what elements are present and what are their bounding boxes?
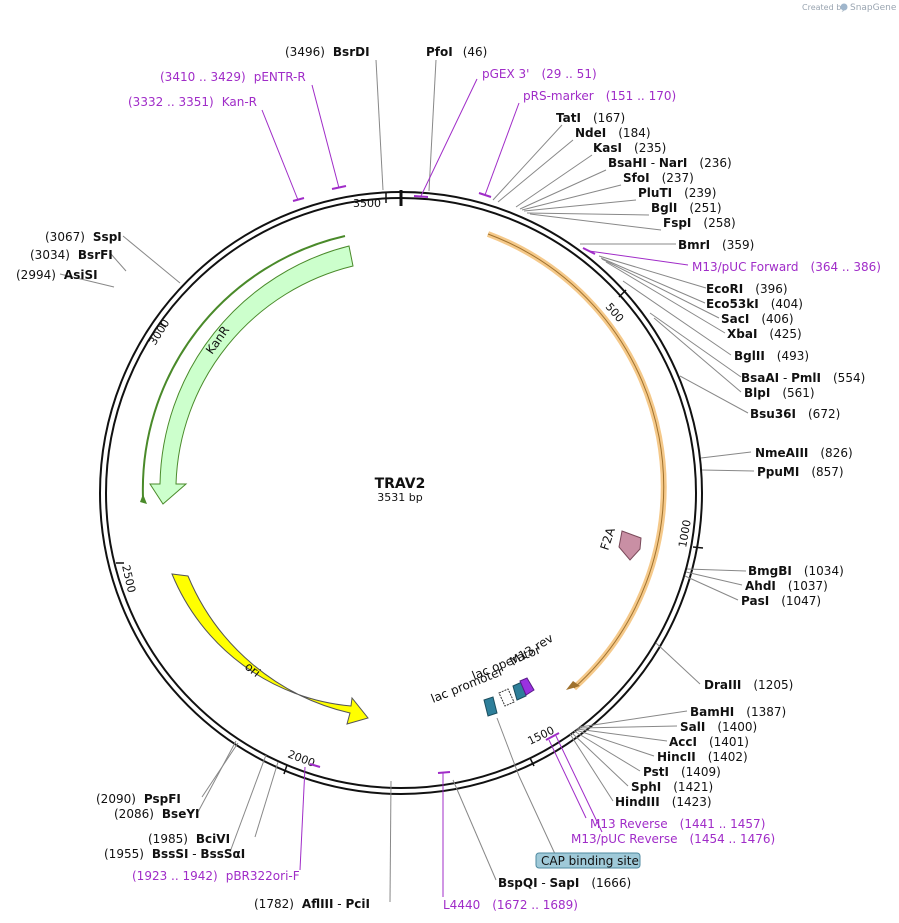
site-bmri: BmrI(359) <box>678 238 754 252</box>
site-bsrdi: (3496)BsrDI <box>285 45 370 59</box>
kanr-outline-arrowhead <box>140 494 147 504</box>
primer-marks <box>292 185 596 774</box>
site-bglii: BglII(493) <box>734 349 809 363</box>
primer-m13-reverse: M13 Reverse(1441 .. 1457) <box>590 817 765 831</box>
tick-3500: 3500 <box>353 197 381 210</box>
site-pluti: PluTI(239) <box>638 186 716 200</box>
tick-3000: 3000 <box>147 317 173 348</box>
plasmid-name: TRAV2 <box>375 476 426 492</box>
site-draiii: DraIII(1205) <box>704 678 793 692</box>
created-by-text: Created by <box>802 3 846 12</box>
site-blpi: BlpI(561) <box>744 386 815 400</box>
orf-outline <box>486 231 667 691</box>
site-asisi: (2994)AsiSI <box>16 268 98 282</box>
site-pspfi: (2090)PspFI <box>96 792 181 806</box>
site-kasi: KasI(235) <box>593 141 666 155</box>
ori-feature <box>171 573 369 725</box>
orf-arrowhead <box>566 681 580 690</box>
site-ecori: EcoRI(396) <box>706 282 788 296</box>
cap-leader <box>496 717 520 777</box>
orf-line <box>487 233 665 689</box>
cap-binding-site-label: CAP binding site <box>541 854 639 868</box>
snapgene-logo-icon <box>840 3 848 11</box>
site-afliii-pcii: (1782)AflIII - PciI <box>254 897 370 911</box>
site-sfoi: SfoI(237) <box>623 171 694 185</box>
site-saci: SacI(406) <box>721 312 794 326</box>
kanr-feature <box>149 245 354 505</box>
site-hincii: HincII(1402) <box>657 750 748 764</box>
site-bamhi: BamHI(1387) <box>690 705 786 719</box>
site-leader-lines <box>59 59 755 903</box>
site-acci: AccI(1401) <box>669 735 749 749</box>
lac-promoter-feature <box>483 696 498 717</box>
site-bcivi: (1985)BciVI <box>148 832 230 846</box>
tick-1000: 1000 <box>676 519 694 549</box>
primer-m13puc-forward: M13/pUC Forward(364 .. 386) <box>692 260 881 274</box>
site-bsaai-pmli: BsaAI - PmlI(554) <box>741 371 865 385</box>
cap-binding-site-box <box>535 852 641 869</box>
kanr-outline <box>141 235 346 499</box>
site-ppumi: PpuMI(857) <box>757 465 844 479</box>
m13-rev-feature <box>519 677 535 696</box>
site-psti: PstI(1409) <box>643 765 721 779</box>
site-bsssi-bsssai: (1955)BssSI - BssSαI <box>104 847 245 861</box>
site-xbai: XbaI(425) <box>727 327 802 341</box>
primer-kan-r: (3332 .. 3351)Kan-R <box>128 95 257 109</box>
site-bseyi: (2086)BseYI <box>114 807 200 821</box>
site-bsrfi: (3034)BsrFI <box>30 248 113 262</box>
site-ndei: NdeI(184) <box>575 126 651 140</box>
site-pasi: PasI(1047) <box>741 594 821 608</box>
site-sphi: SphI(1421) <box>631 780 713 794</box>
primer-pgex3: pGEX 3'(29 .. 51) <box>482 67 597 81</box>
site-sali: SalI(1400) <box>680 720 757 734</box>
f2a-feature <box>618 530 642 561</box>
primer-leader-lines <box>261 78 689 897</box>
site-pfoi: PfoI(46) <box>426 45 487 59</box>
site-bsahi-nari: BsaHI - NarI(236) <box>608 156 732 170</box>
f2a-label: F2A <box>598 525 619 552</box>
plasmid-length: 3531 bp <box>377 491 422 504</box>
primer-pbr322ori-f: (1923 .. 1942)pBR322ori-F <box>132 869 300 883</box>
site-tati: TatI(167) <box>556 111 625 125</box>
primer-pentr-r: (3410 .. 3429)pENTR-R <box>160 70 306 84</box>
site-sspi: (3067)SspI <box>45 230 122 244</box>
tick-2500: 2500 <box>119 564 138 594</box>
primer-l4440: L4440(1672 .. 1689) <box>443 898 578 912</box>
position-ticks: 3500 500 1000 1500 2000 2500 3000 <box>116 193 704 775</box>
site-fspi: FspI(258) <box>663 216 736 230</box>
site-eco53ki: Eco53kI(404) <box>706 297 803 311</box>
lac-operator-feature <box>498 688 515 707</box>
snapgene-wordmark: SnapGene <box>850 3 897 13</box>
primer-m13puc-reverse: M13/pUC Reverse(1454 .. 1476) <box>571 832 775 846</box>
site-hindiii: HindIII(1423) <box>615 795 712 809</box>
primer-prs-marker: pRS-marker(151 .. 170) <box>523 89 676 103</box>
site-bspqi-sapi: BspQI - SapI(1666) <box>498 876 631 890</box>
site-bsu36i: Bsu36I(672) <box>750 407 840 421</box>
site-bgli: BglI(251) <box>651 201 722 215</box>
site-nmeaiii: NmeAIII(826) <box>755 446 853 460</box>
site-bmgbi: BmgBI(1034) <box>748 564 844 578</box>
m13-rev-label: M13 rev <box>507 631 556 669</box>
site-ahdi: AhdI(1037) <box>745 579 828 593</box>
